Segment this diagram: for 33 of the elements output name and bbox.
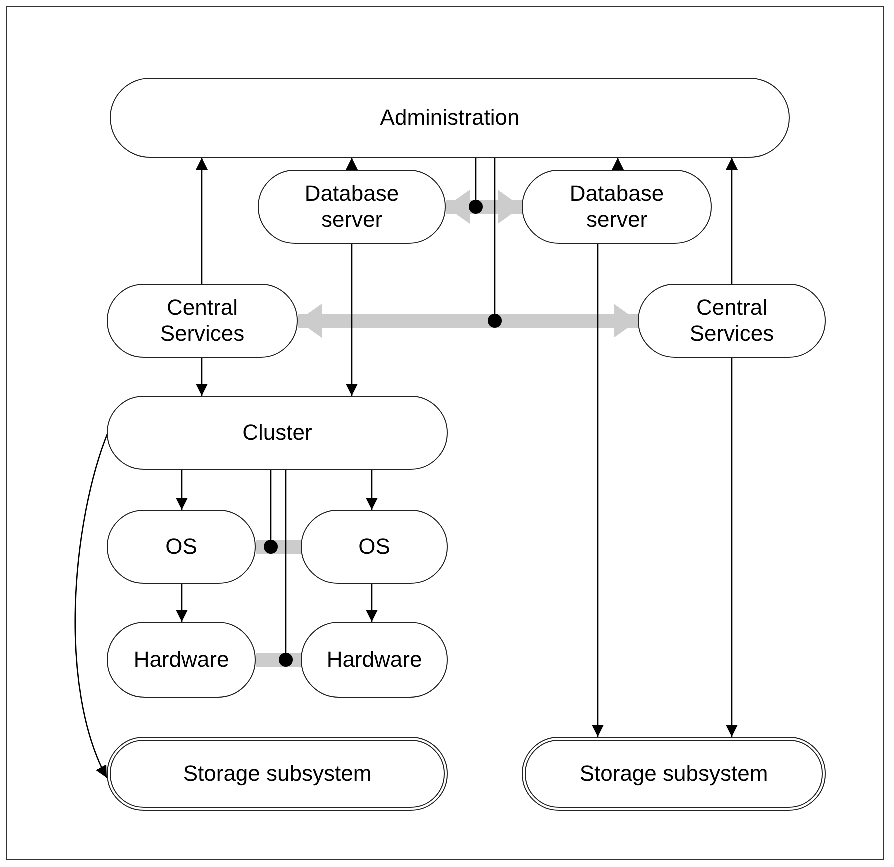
node-label: Hardware	[326, 647, 422, 673]
node-label: Cluster	[242, 420, 312, 446]
connector-bar	[256, 653, 301, 667]
arrow	[366, 584, 378, 622]
dot-connector	[488, 158, 502, 328]
node-label: Database server	[304, 181, 400, 233]
node-label: Administration	[380, 105, 520, 131]
connector-bar	[298, 304, 638, 338]
dot-connector	[469, 158, 483, 214]
arrow	[726, 158, 738, 284]
dot-connector	[264, 470, 278, 554]
arrow	[612, 158, 624, 170]
connector-bar	[446, 190, 522, 224]
arrow	[592, 244, 604, 737]
node-label: Database server	[568, 181, 666, 233]
dot-connector	[279, 470, 293, 667]
arrow	[346, 244, 358, 396]
node-label: Storage subsystem	[183, 761, 372, 787]
node-label: Hardware	[134, 647, 230, 673]
node-label: OS	[358, 534, 390, 560]
connector-bar	[256, 540, 301, 554]
arrow	[176, 470, 188, 510]
arrow	[346, 158, 358, 170]
arrow	[726, 358, 738, 737]
arrow	[366, 470, 378, 510]
arrow	[196, 158, 208, 284]
arrow	[196, 358, 208, 396]
node-label: OS	[166, 534, 198, 560]
arrow	[74, 432, 109, 778]
node-label: Central Services	[159, 295, 246, 347]
node-label: Storage subsystem	[580, 761, 768, 787]
node-label: Central Services	[688, 295, 776, 347]
arrow	[176, 584, 188, 622]
